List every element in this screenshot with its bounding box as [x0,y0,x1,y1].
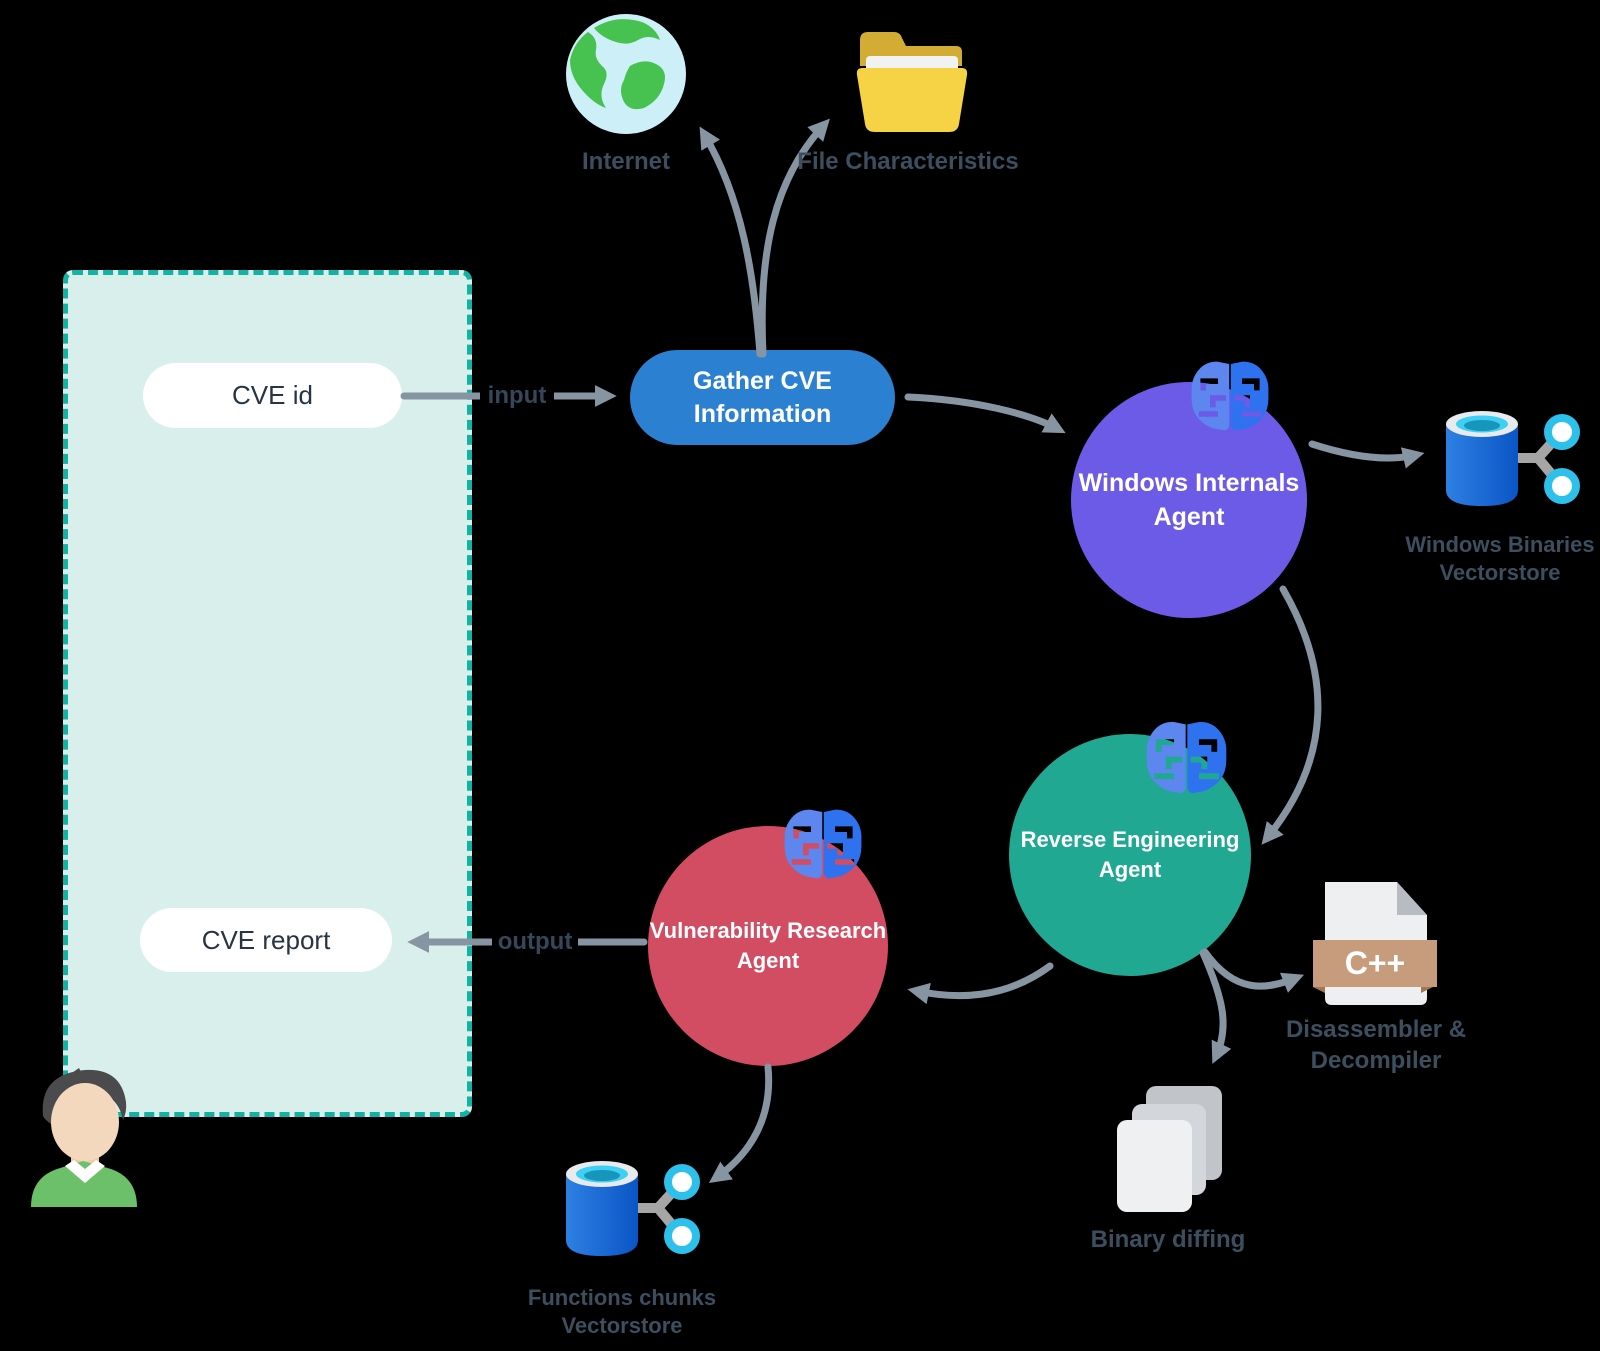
disassembler-label-line1: Disassembler & [1256,1016,1496,1044]
functions-chunks-vectorstore-label-line2: Vectorstore [512,1312,732,1339]
cve-id-pill: CVE id [143,363,402,428]
gather-node-line1: Gather CVE [693,366,832,395]
file-characteristics-label: File Characteristics [783,148,1033,176]
wb-vs-line2-text: Vectorstore [1439,560,1561,585]
reverse-engineering-agent-node: Reverse Engineering Agent [1009,734,1251,976]
file-characteristics-folder-icon [856,32,968,132]
internet-label: Internet [526,148,726,176]
input-edge-label: input [480,382,554,410]
windows-binaries-vectorstore-label-line2: Vectorstore [1395,559,1600,586]
vra-brain-icon [783,808,863,880]
vra-line1: Vulnerability Research [649,918,887,943]
wia-line2: Agent [1153,503,1225,531]
cve-report-label: CVE report [201,924,331,955]
cve-report-pill: CVE report [140,908,392,972]
disassembler-line2-text: Decompiler [1310,1047,1442,1074]
gather-node-line2: Information [693,399,832,428]
internet-globe-icon [566,14,686,134]
windows-internals-agent-node: Windows Internals Agent [1071,382,1307,618]
windows-binaries-vectorstore-icon [1436,396,1584,518]
cve-id-label: CVE id [232,380,313,410]
edge-vra-to-functions-chunks [708,1063,773,1184]
rea-brain-icon [1145,721,1228,794]
vra-line2: Agent [736,948,800,973]
functions-chunks-vectorstore-icon [556,1146,704,1268]
internet-label-text: Internet [581,148,670,175]
cpp-badge-text: C++ [1344,945,1406,981]
edge-gather-to-wia [904,393,1066,434]
wia-line1: Windows Internals [1078,469,1300,497]
rea-line1: Reverse Engineering [1020,827,1240,852]
rea-line2: Agent [1098,857,1162,882]
cpp-badge: C++ [1313,940,1437,987]
windows-binaries-vectorstore-label-line1: Windows Binaries [1395,531,1600,558]
disassembler-label-line2: Decompiler [1256,1047,1496,1075]
output-edge-label-text: output [497,928,573,955]
edge-rea-to-cpp [1201,948,1305,993]
input-edge-label-text: input [487,382,547,409]
wb-vs-line1-text: Windows Binaries [1405,532,1595,557]
gather-cve-information-node: Gather CVE Information [630,350,895,445]
functions-chunks-vectorstore-label-line1: Functions chunks [512,1284,732,1311]
binary-diffing-label-text: Binary diffing [1090,1226,1246,1253]
binary-diffing-label: Binary diffing [1068,1226,1268,1254]
disassembler-line1-text: Disassembler & [1285,1016,1467,1043]
binary-diffing-icon [1117,1086,1222,1212]
file-characteristics-label-text: File Characteristics [797,148,1019,175]
edge-rea-to-binary-diffing [1199,949,1232,1064]
edge-wia-to-rea [1261,585,1322,845]
output-edge-label: output [492,928,578,956]
user-person-icon [31,1068,137,1207]
edge-rea-to-vra [907,962,1054,1005]
fc-vs-line2-text: Vectorstore [561,1313,683,1338]
wia-brain-icon [1190,360,1270,432]
edge-wia-to-windows-binaries [1308,440,1425,469]
fc-vs-line1-text: Functions chunks [527,1285,717,1310]
